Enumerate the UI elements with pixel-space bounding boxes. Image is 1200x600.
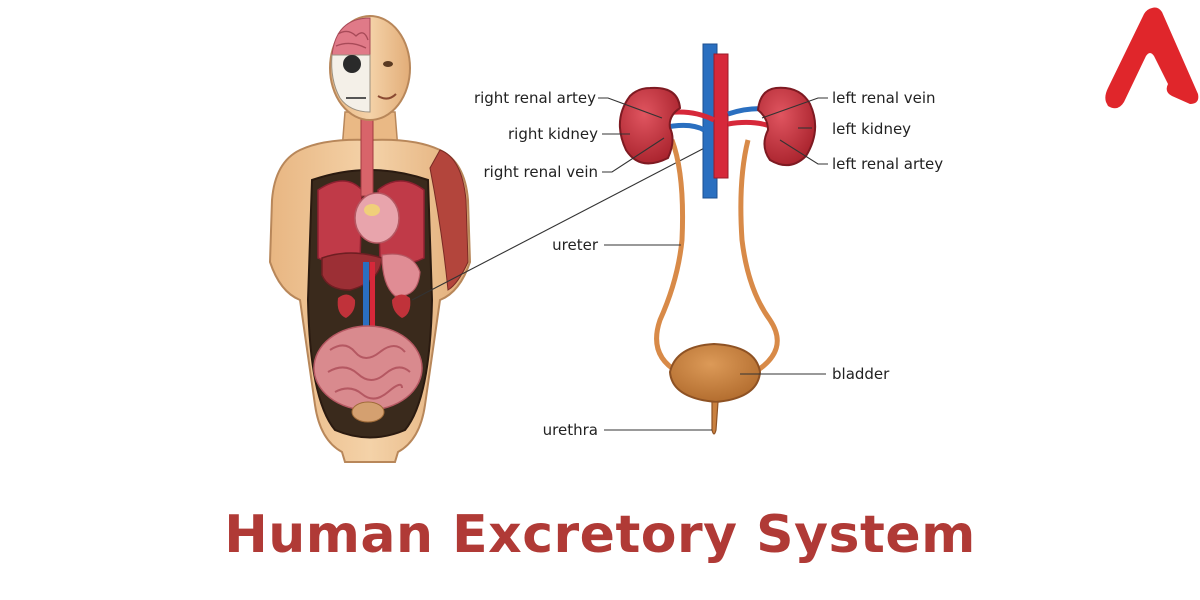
- label-ureter: ureter: [552, 236, 599, 254]
- leader-lines: [598, 97, 828, 431]
- ureter-left: [738, 139, 780, 375]
- torso-figure: [268, 15, 472, 463]
- label-left-renal-vein: left renal vein: [832, 89, 936, 107]
- label-urethra: urethra: [543, 421, 598, 439]
- bladder: [668, 342, 762, 404]
- urinary-system-diagram: [619, 43, 817, 435]
- label-right-kidney: right kidney: [508, 125, 598, 143]
- page-title: Human Excretory System: [224, 505, 976, 565]
- brand-logo-icon: [1105, 7, 1199, 109]
- left-kidney: [756, 86, 817, 167]
- label-right-renal-artery: right renal artey: [474, 89, 596, 107]
- label-right-renal-vein: right renal vein: [484, 163, 599, 181]
- label-bladder: bladder: [832, 365, 890, 383]
- label-left-kidney: left kidney: [832, 120, 911, 138]
- right-kidney: [619, 86, 682, 165]
- urethra: [711, 401, 719, 435]
- ureter-right: [654, 139, 686, 375]
- label-left-renal-artery: left renal artey: [832, 155, 943, 173]
- aorta: [713, 53, 729, 179]
- pointer-line: [411, 141, 717, 301]
